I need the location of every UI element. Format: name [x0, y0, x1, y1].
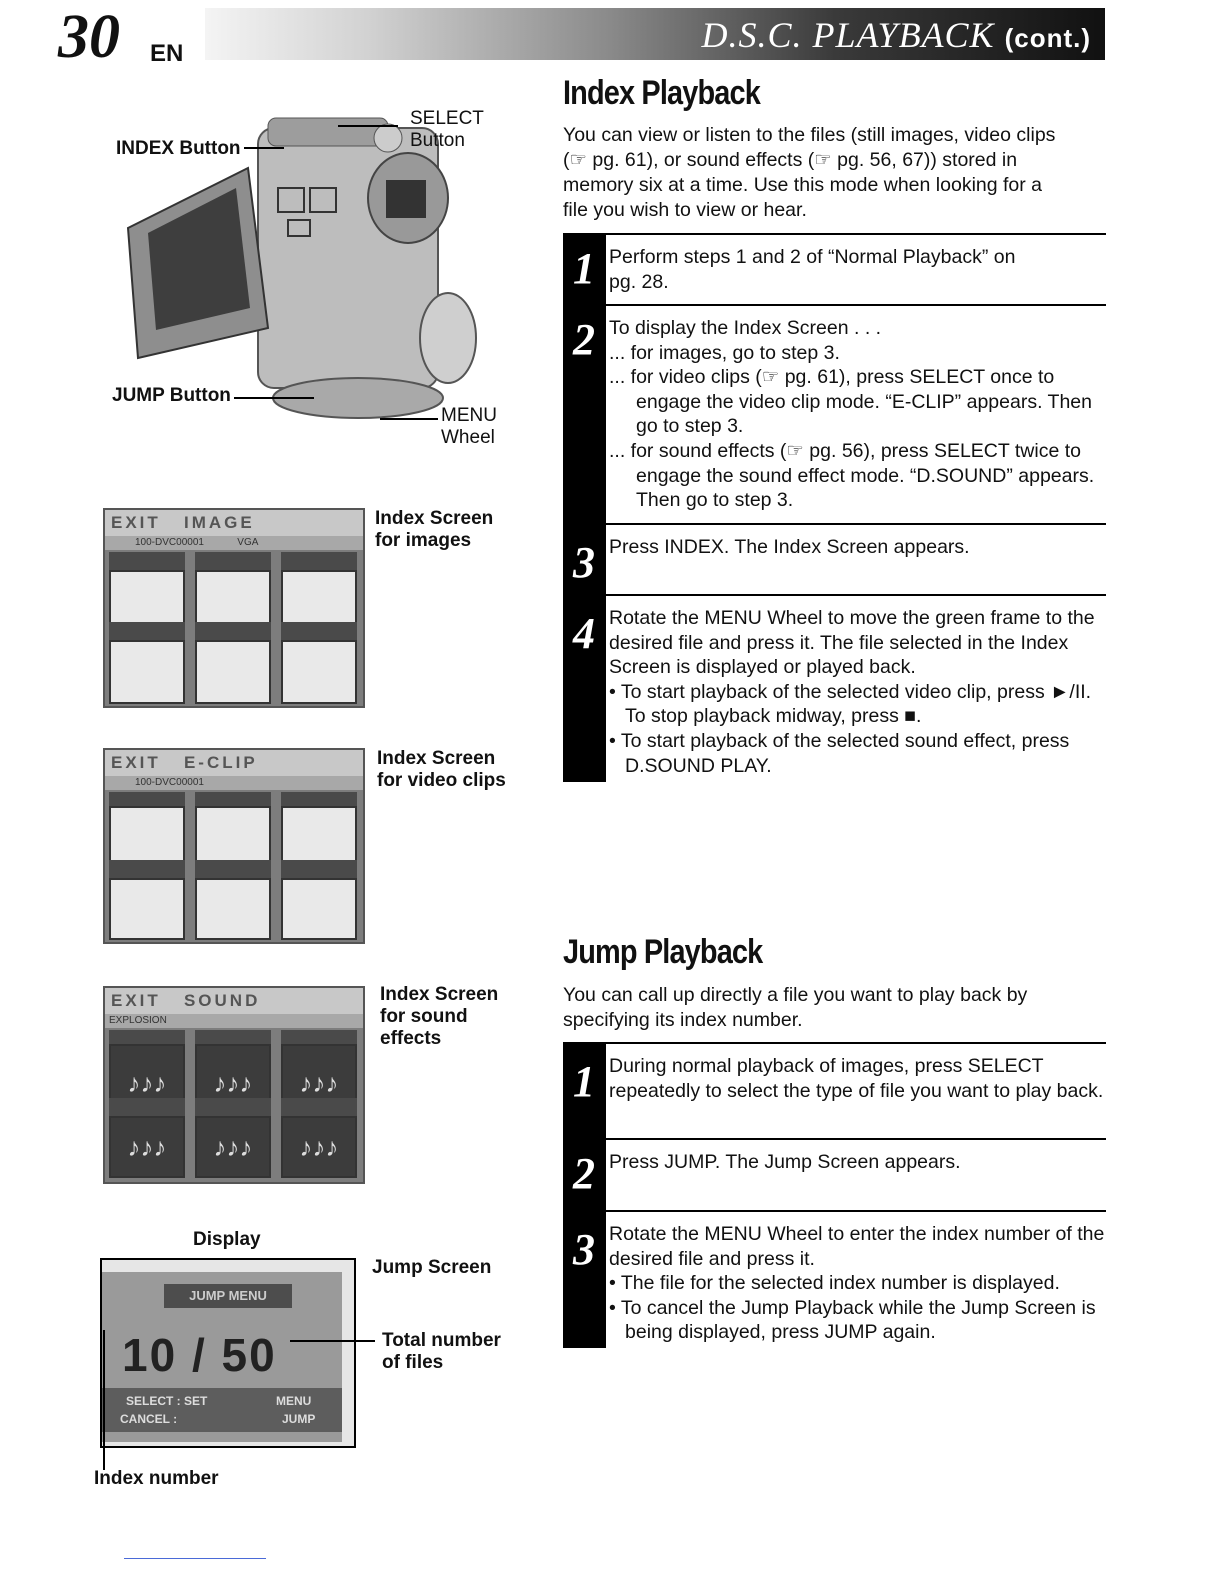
index-number-label: Index number	[94, 1468, 219, 1489]
jump-playback-intro: You can call up directly a file you want…	[563, 984, 1028, 1031]
index-screen-images: EXIT IMAGE 100-DVC00001 VGA	[103, 508, 365, 708]
jump-step-2: 2 Press JUMP. The Jump Screen appears.	[563, 1138, 1106, 1210]
note-icon: ♪♪♪	[213, 1068, 253, 1098]
index-screen-video-clips: EXIT E-CLIP 100-DVC00001	[103, 748, 365, 944]
jump-screen-display: JUMP MENU 10 / 50 SELECT : SET CANCEL : …	[100, 1258, 356, 1448]
page-number: 30	[58, 3, 120, 71]
sound-thumbnail: ♪♪♪	[195, 1116, 271, 1178]
index-step-3: 3 Press INDEX. The Index Screen appears.	[563, 523, 1106, 595]
index-number-leader	[103, 1330, 105, 1470]
thumbnail	[281, 878, 357, 940]
jump-count: 10 / 50	[122, 1329, 277, 1381]
note-icon: ♪♪♪	[127, 1068, 167, 1098]
footer-rule	[124, 1558, 266, 1559]
index-playback-intro: You can view or listen to the files (sti…	[563, 124, 1056, 221]
section-banner: D.S.C. PLAYBACK (cont.)	[205, 8, 1105, 60]
index-step-2: 2 To display the Index Screen . . . ... …	[563, 304, 1106, 524]
sound-thumbnail: ♪♪♪	[281, 1116, 357, 1178]
screen-top-bar: EXIT E-CLIP	[105, 750, 363, 776]
note-icon: ♪♪♪	[299, 1068, 339, 1098]
screen-folder-bar: 100-DVC00001	[105, 776, 363, 790]
index-button-label: INDEX Button	[116, 138, 241, 159]
screen-name-bar: EXPLOSION	[105, 1014, 363, 1028]
jump-step-1: 1 During normal playback of images, pres…	[563, 1042, 1106, 1138]
total-number-leader	[290, 1340, 375, 1342]
thumbnail	[109, 640, 185, 704]
thumbnail	[195, 640, 271, 704]
jump-menu-title: JUMP MENU	[164, 1284, 292, 1308]
thumbnail	[281, 640, 357, 704]
section-title: D.S.C. PLAYBACK (cont.)	[701, 15, 1091, 55]
thumbnail	[195, 878, 271, 940]
page-language: EN	[150, 40, 184, 67]
index-step-1: 1 Perform steps 1 and 2 of “Normal Playb…	[563, 233, 1106, 305]
jump-footer: SELECT : SET CANCEL : MENU JUMP	[102, 1388, 342, 1432]
jump-playback-heading: Jump Playback	[563, 933, 763, 971]
jump-screen-label: Jump Screen	[372, 1257, 492, 1278]
note-icon: ♪♪♪	[127, 1132, 167, 1162]
jump-button-label: JUMP Button	[112, 385, 231, 406]
jump-button-leader	[234, 397, 314, 399]
display-label: Display	[193, 1229, 261, 1250]
index-playback-heading: Index Playback	[563, 74, 761, 112]
screen-folder-bar: 100-DVC00001 VGA	[105, 536, 363, 550]
jump-step-3: 3 Rotate the MENU Wheel to enter the ind…	[563, 1210, 1106, 1348]
camera-illustration	[118, 108, 498, 458]
index-step-4: 4 Rotate the MENU Wheel to move the gree…	[563, 594, 1106, 782]
screen-top-bar: EXIT IMAGE	[105, 510, 363, 536]
screen-top-bar: EXIT SOUND	[105, 988, 363, 1014]
index-screen-sound: EXIT SOUND EXPLOSION ♪♪♪ ♪♪♪ ♪♪♪ ♪♪♪ ♪♪♪…	[103, 986, 365, 1184]
menu-wheel-leader	[380, 418, 438, 420]
sound-thumbnail: ♪♪♪	[109, 1116, 185, 1178]
index-button-leader	[244, 147, 284, 149]
note-icon: ♪♪♪	[299, 1132, 339, 1162]
note-icon: ♪♪♪	[213, 1132, 253, 1162]
select-button-leader	[338, 125, 398, 127]
thumbnail	[109, 878, 185, 940]
